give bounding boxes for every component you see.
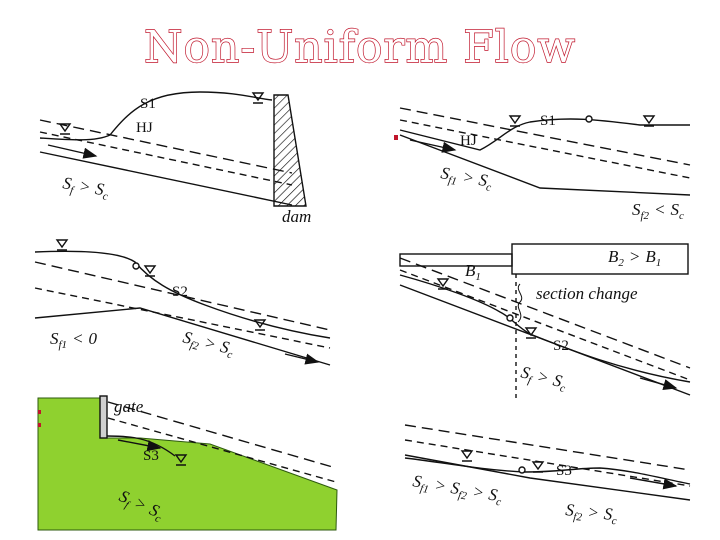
- label-gate: gate: [114, 397, 144, 416]
- control-point: [585, 115, 593, 123]
- label-s1: S1: [140, 96, 156, 112]
- flow-arrow: [117, 439, 162, 452]
- water-level-icon: [58, 123, 72, 135]
- label-slope: Sf>Sc: [61, 173, 111, 203]
- control-point: [506, 314, 514, 322]
- label-slope-downstream: Sf2>Sc: [564, 500, 618, 527]
- normal-depth-line: [399, 257, 691, 369]
- control-point: [518, 466, 526, 474]
- gate-water-body: [37, 397, 338, 531]
- label-slope-upstream: Sf1<0: [50, 329, 98, 351]
- flow-arrow: [629, 477, 678, 490]
- normal-depth-line: [107, 401, 337, 469]
- bullet-marker: [38, 410, 41, 414]
- label-slope-downstream: Sf2>Sc: [180, 327, 236, 361]
- water-surface-s3: [106, 435, 176, 457]
- water-level-icon: [55, 239, 69, 251]
- flow-arrow: [639, 377, 678, 391]
- wavy-leader: [517, 283, 523, 323]
- label-s2: S2: [553, 338, 569, 354]
- water-level-icon: [251, 92, 265, 104]
- water-surface-s1: [39, 91, 273, 141]
- water-level-icon: [143, 265, 157, 277]
- label-s2: S2: [172, 284, 188, 300]
- water-level-icon: [436, 278, 450, 290]
- panel-steep-to-steep: [404, 424, 691, 501]
- label-hj: HJ: [136, 120, 153, 136]
- page-title: Non-Uniform Flow: [143, 21, 576, 73]
- channel-bed: [404, 454, 691, 501]
- label-dam: dam: [282, 207, 311, 226]
- label-width-relation: B2>B1: [608, 247, 661, 269]
- channel-bed: [39, 151, 293, 206]
- critical-depth-line: [404, 439, 691, 487]
- label-s1: S1: [540, 113, 556, 129]
- label-hj: HJ: [460, 133, 477, 149]
- critical-depth-line: [399, 269, 691, 381]
- flow-arrow: [284, 353, 320, 365]
- flow-arrow: [409, 139, 457, 153]
- label-section-change: section change: [536, 284, 638, 303]
- normal-depth-line: [404, 424, 691, 471]
- water-surface-s3: [404, 457, 691, 485]
- critical-depth-line: [34, 287, 331, 349]
- channel-bed: [34, 307, 331, 366]
- panel-gate: [37, 395, 338, 531]
- water-surface-s1: [399, 118, 690, 151]
- label-slope: Sf>Sc: [518, 362, 568, 395]
- panel-dam: [39, 91, 307, 207]
- dam-structure: [273, 94, 307, 207]
- label-s3: S3: [556, 463, 572, 479]
- normal-depth-line: [39, 119, 293, 174]
- panel-slope-break: [394, 107, 691, 196]
- water-level-icon: [531, 461, 545, 473]
- label-s3: S3: [143, 448, 159, 464]
- water-level-icon: [508, 115, 522, 127]
- label-slope-upstream: Sf1>Sf2>Sc: [411, 471, 504, 508]
- water-surface-s2: [34, 250, 331, 339]
- label-slope-downstream: Sf2<Sc: [632, 200, 684, 222]
- bullet-marker: [394, 135, 398, 140]
- water-level-icon: [524, 327, 538, 339]
- critical-depth-line: [399, 119, 691, 179]
- critical-depth-line: [39, 131, 293, 186]
- normal-depth-line: [399, 107, 691, 166]
- water-level-icon: [460, 450, 474, 462]
- label-slope-upstream: Sf1>Sc: [439, 163, 494, 194]
- water-level-icon: [253, 319, 267, 331]
- water-level-icon: [174, 454, 188, 466]
- panel-width-change: [399, 243, 691, 400]
- plan-wide-channel: [511, 243, 689, 275]
- water-surface-s2: [399, 274, 691, 383]
- gate-structure: [99, 395, 108, 439]
- label-b1: B1: [465, 261, 481, 283]
- bullet-marker: [38, 423, 41, 427]
- control-point: [132, 262, 140, 270]
- panel-adverse-to-steep: [34, 239, 331, 366]
- water-level-icon: [642, 115, 656, 127]
- flow-arrow: [47, 144, 98, 159]
- critical-depth-line: [107, 417, 337, 483]
